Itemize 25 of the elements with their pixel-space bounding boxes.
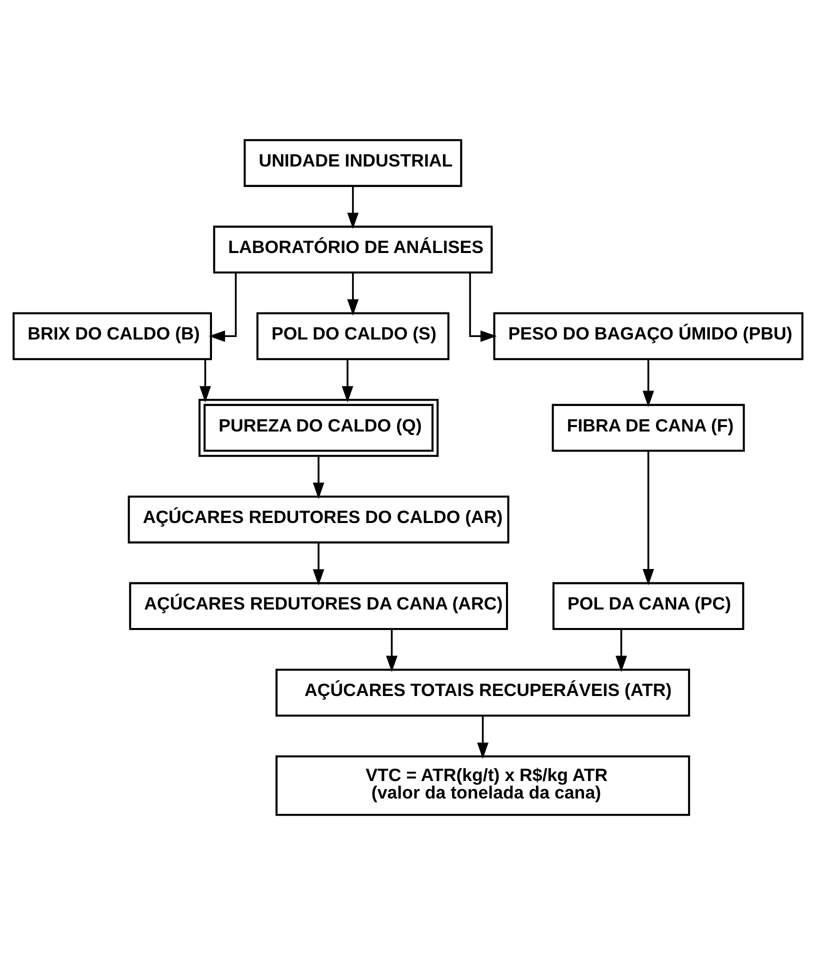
arrow bbox=[642, 358, 654, 407]
node-box: POL DA CANA (PC) bbox=[552, 582, 744, 630]
node-box: BRIX DO CALDO (B) bbox=[12, 312, 212, 360]
node-box: PESO DO BAGAÇO ÚMIDO (PBU) bbox=[493, 312, 804, 360]
node-box: AÇÚCARES REDUTORES DO CALDO (AR) bbox=[128, 495, 510, 543]
node-box: AÇÚCARES TOTAIS RECUPERÁVEIS (ATR) bbox=[276, 668, 690, 716]
arrow bbox=[386, 628, 398, 672]
arrow bbox=[342, 358, 354, 402]
arrow bbox=[469, 272, 497, 342]
arrow bbox=[208, 272, 237, 342]
arrow bbox=[347, 186, 359, 229]
node-box: LABORATÓRIO DE ANÁLISES bbox=[213, 225, 493, 274]
arrow bbox=[200, 358, 211, 402]
arrow bbox=[312, 542, 324, 586]
arrow bbox=[616, 628, 627, 672]
arrow bbox=[642, 450, 654, 585]
node-box: PUREZA DO CALDO (Q) bbox=[198, 398, 439, 456]
node-box: UNIDADE INDUSTRIAL bbox=[244, 138, 462, 186]
node-box: FIBRA DE CANA (F) bbox=[552, 403, 745, 452]
arrow bbox=[477, 715, 489, 758]
arrow bbox=[312, 456, 324, 498]
node-box: VTC = ATR(kg/t) x R$/kg ATR (valor da tonelada da cana) bbox=[276, 754, 690, 816]
node-box: AÇÚCARES REDUTORES DA CANA (ARC) bbox=[129, 582, 508, 630]
node-box: POL DO CALDO (S) bbox=[256, 312, 450, 360]
arrow bbox=[347, 272, 359, 316]
